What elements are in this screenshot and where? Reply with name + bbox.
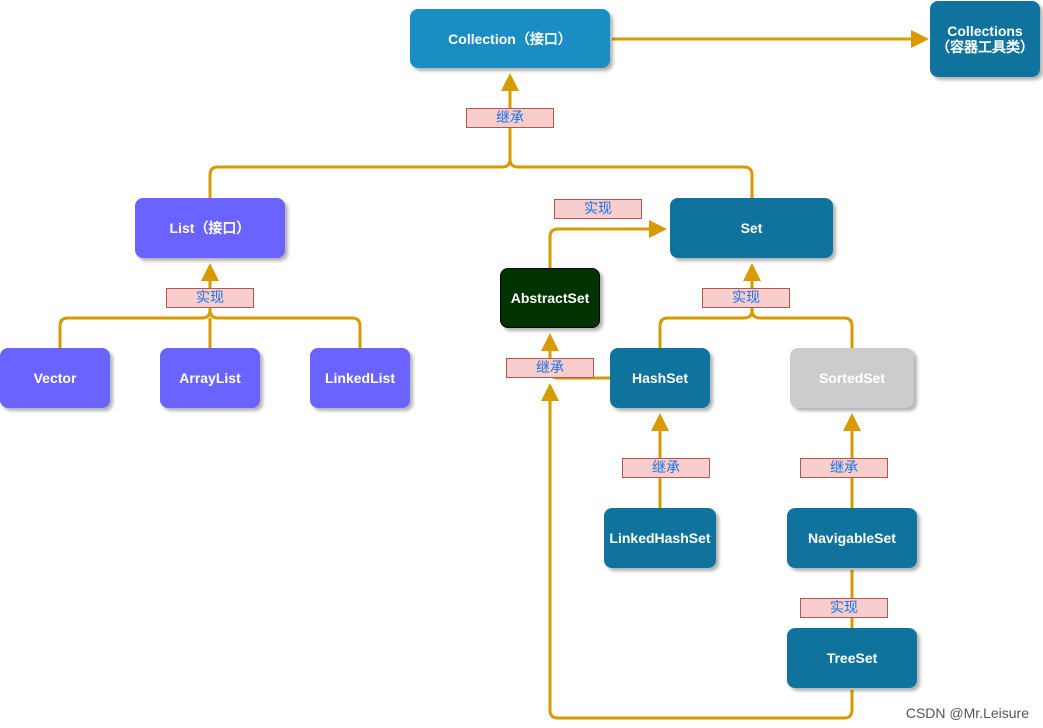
edge-label-set-implement: 实现 <box>702 288 790 308</box>
edge-list-to-collection <box>208 73 519 198</box>
navigableset-node[interactable]: NavigableSet <box>787 508 917 568</box>
linkedhashset-node[interactable]: LinkedHashSet <box>604 508 716 568</box>
treeset-node[interactable]: TreeSet <box>787 628 917 688</box>
watermark-text: CSDN @Mr.Leisure <box>905 705 1029 721</box>
collection-interface-label: Collection（接口） <box>448 30 572 47</box>
sortedset-label: SortedSet <box>818 370 886 386</box>
edge-sortedset-to-set <box>750 309 854 348</box>
vector-node[interactable]: Vector <box>0 348 110 408</box>
collections-sublabel: （容器工具类） <box>936 39 1034 55</box>
set-interface-node[interactable]: Set <box>670 198 833 258</box>
hashset-node[interactable]: HashSet <box>610 348 710 408</box>
hashset-label: HashSet <box>631 370 689 386</box>
collection-interface-node[interactable]: Collection（接口） <box>410 9 610 68</box>
edge-label-hashset-inherit: 继承 <box>622 458 710 478</box>
edge-label-collection-inherit: 继承 <box>466 108 554 128</box>
arraylist-node[interactable]: ArrayList <box>160 348 260 408</box>
linkedlist-node[interactable]: LinkedList <box>310 348 410 408</box>
edge-linkedlist-to-list <box>208 309 362 348</box>
edge-label-sortedset-inherit: 继承 <box>800 458 888 478</box>
edge-label-list-implement: 实现 <box>166 288 254 308</box>
linkedlist-label: LinkedList <box>324 370 395 386</box>
list-interface-label: List（接口） <box>169 220 251 236</box>
set-interface-label: Set <box>740 220 763 236</box>
edge-treeset-to-abstractset <box>541 383 854 720</box>
collections-utility-node[interactable]: Collections （容器工具类） <box>930 1 1040 77</box>
vector-label: Vector <box>33 370 77 386</box>
arraylist-label: ArrayList <box>179 370 241 386</box>
list-interface-node[interactable]: List（接口） <box>135 198 285 258</box>
abstractset-node[interactable]: AbstractSet <box>500 268 600 328</box>
edge-label-abstractset-inherit: 继承 <box>506 358 594 378</box>
edge-label-abstractset-implement: 实现 <box>554 199 642 219</box>
navigableset-label: NavigableSet <box>808 530 896 546</box>
sortedset-node[interactable]: SortedSet <box>790 348 914 408</box>
edge-abstractset-to-set <box>548 220 667 268</box>
edge-set-to-collection <box>508 158 754 198</box>
edge-label-navigableset-implement: 实现 <box>800 598 888 618</box>
linkedhashset-label: LinkedHashSet <box>609 530 711 546</box>
collections-label: Collections <box>947 23 1023 39</box>
treeset-label: TreeSet <box>826 650 878 666</box>
abstractset-label: AbstractSet <box>510 290 590 306</box>
